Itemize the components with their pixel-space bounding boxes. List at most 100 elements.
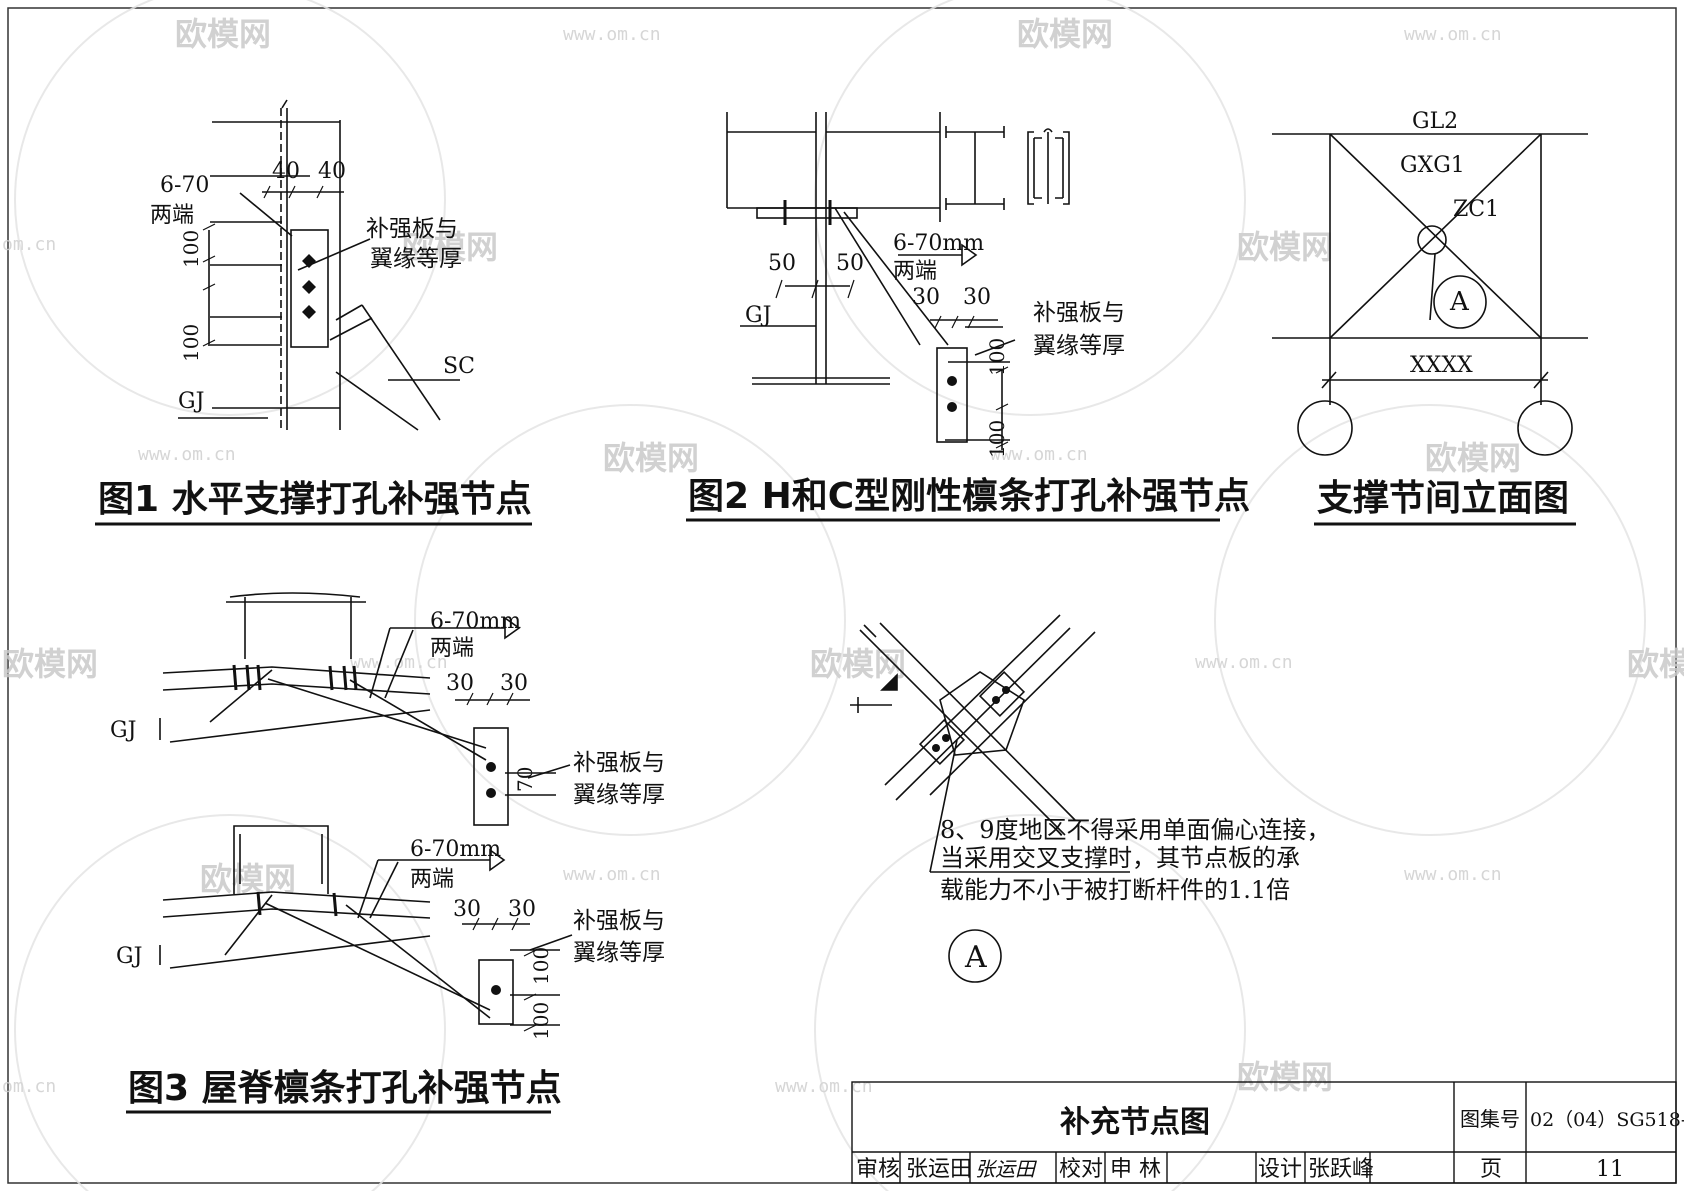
fig3-top-spacing: 70	[513, 767, 537, 792]
fig1-bolts	[302, 254, 316, 319]
watermark-brand: 欧模网	[1237, 1058, 1333, 1096]
watermark-brand: 欧模网	[1627, 645, 1684, 683]
fig1-title: 图1 水平支撑打孔补强节点	[98, 479, 532, 520]
title-block-checker: 申 林	[1110, 1157, 1161, 1182]
fig1-both-ends: 两端	[150, 203, 194, 228]
detail-a-note-line-3: 载能力不小于被打断杆件的1.1倍	[940, 876, 1290, 904]
fig1-label-sc: SC	[443, 354, 475, 379]
watermark-brand: 欧模网	[1425, 439, 1521, 477]
fig1-label-gj: GJ	[178, 389, 204, 414]
fig3-bottom-bolt-spec: 6-70mm	[410, 837, 501, 862]
fig3-top-dim-a: 30	[446, 671, 474, 696]
fig2-spacing-1: 100	[985, 338, 1009, 376]
detail-a-label: A	[964, 940, 987, 975]
watermark-url: www.om.cn	[775, 1076, 873, 1097]
fig3-title: 图3 屋脊檩条打孔补强节点	[128, 1068, 562, 1109]
fig1-dim-right: 40	[318, 159, 346, 184]
fig2-spacing-2: 100	[985, 420, 1009, 458]
fig2-title: 图2 H和C型刚性檩条打孔补强节点	[688, 476, 1250, 517]
detail-a-note-line-2: 当采用交叉支撑时，其节点板的承	[940, 844, 1300, 872]
title-block-review-label: 审核	[856, 1157, 900, 1182]
fig3-bottom-dim-a: 30	[453, 897, 481, 922]
title-block-reviewer: 张运田	[906, 1157, 972, 1182]
elevation-label-gxg1: GXG1	[1400, 153, 1465, 178]
title-block-atlas-no: 02（04）SG518-1	[1530, 1109, 1684, 1131]
watermark-brand: 欧模网	[603, 439, 699, 477]
fig3-top-dim-b: 30	[500, 671, 528, 696]
fig3-bottom-plate-note-1: 补强板与	[573, 908, 665, 934]
watermark-url: www.om.cn	[138, 444, 236, 465]
elevation-drawing	[1272, 133, 1588, 456]
fig2-dim-a: 30	[912, 285, 940, 310]
fig3-bottom-both-ends: 两端	[410, 867, 454, 892]
fig3-top-label-gj: GJ	[110, 718, 136, 743]
title-block-reviewer-signature: 张运田	[975, 1157, 1037, 1181]
title-block-page-no: 11	[1596, 1157, 1624, 1182]
watermark-url: www.om.cn	[990, 444, 1088, 465]
watermark-url: www.om.cn	[1195, 652, 1293, 673]
fig1-spacing-2: 100	[179, 324, 203, 362]
fig2-bolt-spec: 6-70mm	[893, 231, 984, 256]
fig1-dim-left: 40	[272, 159, 300, 184]
sheet-border	[7, 7, 1677, 1184]
fig1-drawing	[178, 99, 460, 431]
fig2-bolts	[947, 376, 957, 412]
watermark-brand: 欧模网	[1017, 15, 1113, 53]
title-block-designer: 张跃峰	[1308, 1157, 1374, 1182]
title-block	[851, 1081, 1677, 1184]
fig3-top-both-ends: 两端	[430, 636, 474, 661]
watermark-url: www.om.cn	[1404, 864, 1502, 885]
detail-a-drawing	[850, 614, 1130, 873]
fig2-label-gj: GJ	[745, 303, 771, 328]
fig3-bottom-drawing	[159, 825, 573, 1032]
title-block-design-label: 设计	[1258, 1157, 1302, 1182]
watermark-brand: 欧模网	[175, 15, 271, 53]
watermark-brand: 欧模网	[2, 645, 98, 683]
title-block-atlas-no-label: 图集号	[1460, 1107, 1520, 1131]
title-block-check-label: 校对	[1059, 1157, 1103, 1182]
elevation-detail-ref: A	[1449, 287, 1470, 317]
watermark-url: www.om.cn	[563, 24, 661, 45]
fig3-top-plate-note-2: 翼缘等厚	[573, 782, 665, 808]
fig2-plate-note-2: 翼缘等厚	[1033, 333, 1125, 359]
watermark-brand: 欧模网	[1237, 228, 1333, 266]
elevation-title: 支撑节间立面图	[1317, 478, 1569, 519]
watermark-brand: 欧模网	[810, 645, 906, 683]
elevation-detail-ref-circle	[1433, 275, 1487, 329]
watermark-url: om.cn	[2, 1076, 56, 1097]
elevation-label-span: XXXX	[1410, 353, 1473, 378]
watermark-url: om.cn	[2, 234, 56, 255]
fig3-bottom-spacing-2: 100	[529, 1002, 553, 1040]
watermark-url: www.om.cn	[563, 864, 661, 885]
fig2-dim-right: 50	[836, 251, 864, 276]
fig2-dim-left: 50	[768, 251, 796, 276]
detail-a-note-line-1: 8、9度地区不得采用单面偏心连接，	[940, 816, 1331, 844]
watermark-brand: 欧模网	[200, 860, 296, 898]
fig3-top-drawing	[159, 592, 571, 826]
detail-a-label-circle	[948, 929, 1002, 983]
elevation-label-zc1: ZC1	[1453, 197, 1499, 222]
fig3-bottom-dim-b: 30	[508, 897, 536, 922]
watermark-brand: 欧模网	[402, 228, 498, 266]
fig3-top-bolt-spec: 6-70mm	[430, 609, 521, 634]
fig3-bottom-label-gj: GJ	[116, 944, 142, 969]
fig1-bolt-spec: 6-70	[160, 173, 209, 198]
fig2-drawing	[726, 112, 1070, 450]
fig3-bottom-spacing-1: 100	[529, 947, 553, 985]
watermark-url: www.om.cn	[1404, 24, 1502, 45]
title-block-page-label: 页	[1480, 1157, 1502, 1182]
fig3-bottom-bolts	[491, 985, 501, 995]
fig1-plate-note-2: 翼缘等厚	[370, 246, 462, 272]
fig3-top-plate-note-1: 补强板与	[573, 750, 665, 776]
fig2-plate-note-1: 补强板与	[1033, 300, 1125, 326]
fig3-bottom-plate-note-2: 翼缘等厚	[573, 940, 665, 966]
elevation-label-gl2: GL2	[1412, 109, 1458, 134]
fig1-plate-note-1: 补强板与	[366, 216, 458, 242]
fig2-dim-b: 30	[963, 285, 991, 310]
detail-a-bolts	[932, 686, 1010, 752]
fig3-top-bolts	[486, 762, 496, 798]
fig1-spacing-1: 100	[179, 230, 203, 268]
fig2-both-ends: 两端	[893, 259, 937, 284]
